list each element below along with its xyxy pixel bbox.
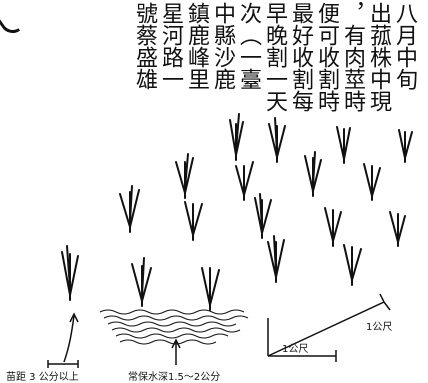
seedling xyxy=(201,267,220,311)
seedling xyxy=(304,151,322,197)
text-column-2: 出菰株中現 xyxy=(366,2,391,112)
seedling xyxy=(336,126,351,164)
bracket-mark xyxy=(0,6,21,39)
text-column-6: 早晚割一天 xyxy=(262,2,287,112)
seedling xyxy=(267,235,285,283)
vertical-text-block: 八月中旬 出菰株中現 ，有肉莖時 便可收割時 最好收割每 早晚割一天 次（一臺 … xyxy=(132,2,417,120)
text-column-1: 八月中旬 xyxy=(392,2,417,90)
seedling xyxy=(389,211,406,247)
seedling xyxy=(229,113,244,161)
text-column-9: 鎮鹿峰里 xyxy=(184,2,209,90)
text-column-8: 中縣沙鹿 xyxy=(210,2,235,90)
seedling xyxy=(363,163,381,201)
text-column-4: 便可收割時 xyxy=(314,2,339,112)
seedling xyxy=(398,129,413,163)
text-column-11: 號蔡盛雄 xyxy=(132,2,157,90)
text-column-10: 星河路一 xyxy=(158,2,183,90)
seedlings xyxy=(61,113,413,311)
dimension-lines xyxy=(267,293,391,362)
seedling xyxy=(324,207,342,247)
seedling xyxy=(343,244,362,286)
water-waves xyxy=(99,309,249,345)
planting-illustration xyxy=(47,113,413,368)
text-column-5: 最好收割每 xyxy=(288,2,313,112)
text-column-3: ，有肉莖時 xyxy=(340,2,365,112)
seedling xyxy=(268,117,286,163)
water-depth-caption: 常保水深1.5～2公分 xyxy=(128,372,221,383)
seedling xyxy=(175,153,194,199)
seedling-spacing-caption: 苗距 3 公分以上 xyxy=(6,372,79,383)
caption-arrows xyxy=(47,312,181,368)
text-column-7: 次（一臺 xyxy=(236,2,261,90)
seedling xyxy=(184,201,203,241)
seedling xyxy=(61,245,79,301)
seedling xyxy=(131,257,152,307)
seedling xyxy=(119,185,140,233)
right-dimension-label: 1公尺 xyxy=(366,322,393,333)
seedling xyxy=(235,161,254,201)
bottom-dimension-label: 1公尺 xyxy=(282,344,309,355)
seedling xyxy=(254,193,272,239)
